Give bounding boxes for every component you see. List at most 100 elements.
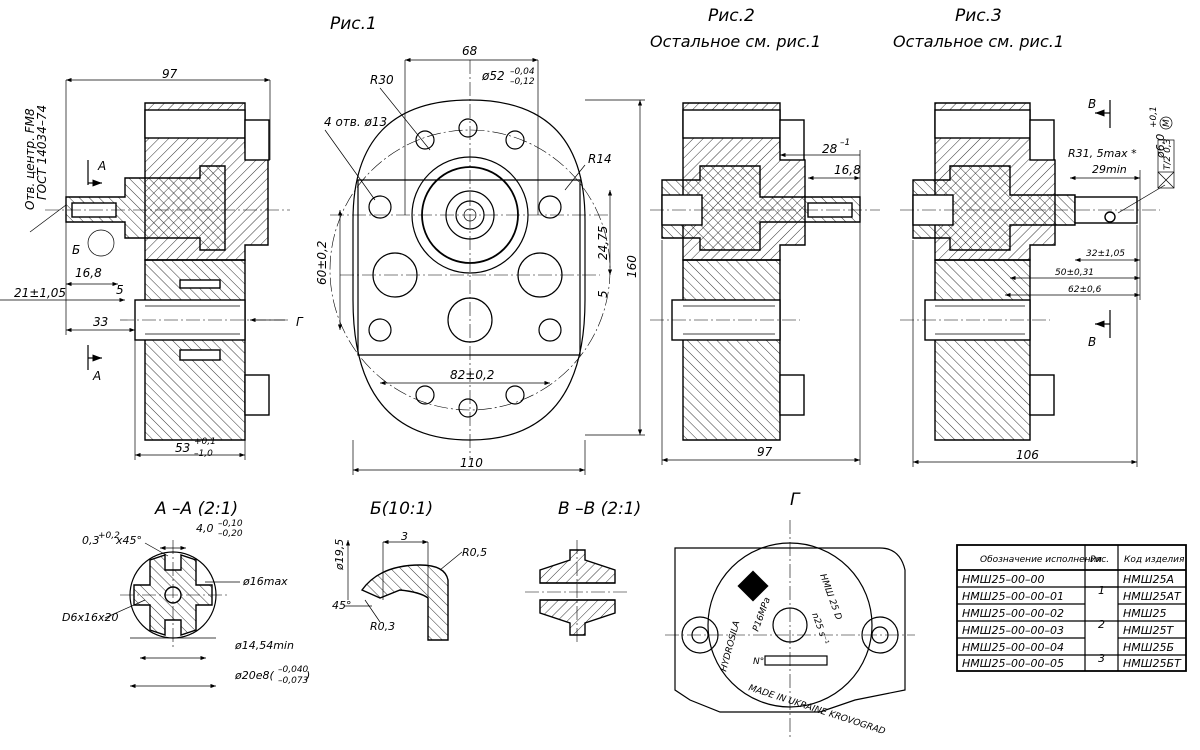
- fig2-note: Остальное см. рис.1: [650, 32, 821, 51]
- dim-chamfer-angle: x45°: [115, 534, 142, 547]
- dim-5-left: 5: [116, 283, 124, 297]
- table-row-5-designation: НМШ25–00–00–04: [962, 641, 1064, 654]
- table-row-2-designation: НМШ25–00–00–01: [962, 590, 1064, 603]
- dim-53-tol-up: +0,1: [194, 437, 216, 447]
- dim-d52-tol-low: –0,12: [510, 77, 535, 87]
- dim-chamfer-tol: +0,2: [98, 531, 120, 541]
- dim-r30: R30: [370, 73, 394, 87]
- dim-d19-5: ø19,5: [333, 539, 346, 571]
- tol-m: M: [1162, 119, 1172, 127]
- view-g-title: Г: [790, 490, 801, 510]
- section-aa: [104, 540, 240, 689]
- front-view: [324, 57, 645, 475]
- dim-32: 32±1,05: [1086, 249, 1125, 259]
- detail-b: [345, 539, 463, 641]
- table-row-3-designation: НМШ25–00–00–02: [962, 607, 1064, 620]
- variant-table: [956, 544, 1187, 672]
- plate-model: НМШ 25 D: [817, 573, 843, 622]
- dim-20: ø20e8(: [234, 669, 274, 682]
- fig2-section-view: [650, 102, 880, 465]
- dim-97-fig2: 97: [757, 445, 773, 459]
- mark-a-bottom: А: [92, 369, 101, 383]
- dim-d52: ø52: [481, 69, 505, 83]
- dim-29min: 29min: [1092, 163, 1127, 176]
- dim-20-close: ): [305, 669, 310, 682]
- dim-d6-tol: +0,1: [1149, 106, 1159, 128]
- dim-24-75: 24,75: [596, 226, 610, 260]
- table-header-fig: Рис.: [1090, 555, 1109, 565]
- dim-4-tol-low: –0,20: [218, 529, 243, 539]
- dim-r03: R0,3: [370, 620, 395, 633]
- dim-28: 28: [822, 142, 838, 156]
- arrow-g: Г: [296, 315, 304, 329]
- dim-d6: ø6,0: [1154, 134, 1167, 159]
- detail-b-title: Б(10:1): [370, 499, 433, 519]
- table-row-5-code: НМШ25Б: [1123, 641, 1174, 654]
- dim-spline: D6x16x20: [62, 611, 118, 624]
- dim-14-54: ø14,54min: [234, 639, 294, 652]
- plate-speed: n25 s⁻¹: [809, 612, 830, 647]
- table-header-designation: Обозначение исполнения: [980, 555, 1102, 565]
- table-row-6-designation: НМШ25–00–00–05: [962, 657, 1064, 670]
- table-row-1-designation: НМШ25–00–00: [962, 573, 1045, 586]
- table-row-4-designation: НМШ25–00–00–03: [962, 624, 1064, 637]
- dim-60: 60±0,2: [315, 241, 329, 285]
- dim-106: 106: [1016, 448, 1039, 462]
- mark-v-top: В: [1088, 97, 1096, 111]
- dim-16max: ø16max: [242, 575, 288, 588]
- dim-82: 82±0,2: [450, 368, 494, 382]
- dim-r31: R31, 5max *: [1068, 147, 1137, 160]
- dim-97-left: 97: [162, 67, 178, 81]
- dim-53-tol-low: –1,0: [194, 449, 213, 459]
- dim-4: 4,0: [196, 522, 214, 535]
- table-row-1-code: НМШ25А: [1123, 573, 1174, 586]
- plate-n: N°: [753, 657, 764, 667]
- table-row-3-code: НМШ25: [1123, 607, 1167, 620]
- table-row-4-code: НМШ25Т: [1123, 624, 1175, 637]
- section-vv-title: В –В (2:1): [558, 499, 641, 519]
- dim-20-tol-up: –0,040: [278, 665, 309, 675]
- dim-r14: R14: [588, 152, 612, 166]
- dim-160: 160: [625, 255, 639, 278]
- dim-3: 3: [401, 530, 408, 543]
- dim-chamfer: 0,3: [82, 534, 100, 547]
- plate-brand: HYDROSILA: [719, 620, 742, 673]
- section-aa-title: А –А (2:1): [154, 499, 238, 519]
- table-row-3-fig: 2: [1098, 618, 1105, 631]
- note-gost: ГОСТ 14034–74: [35, 105, 49, 200]
- table-row-5-fig: 3: [1098, 652, 1105, 665]
- table-row-2-code: НМШ25АТ: [1123, 590, 1182, 603]
- dim-20-tol-low: –0,073: [278, 676, 309, 686]
- table-row-1-fig: 1: [1098, 584, 1105, 597]
- table-header-code: Код изделия: [1124, 555, 1185, 565]
- fig3-section-view: [900, 100, 1175, 467]
- dim-28-tol: –1: [840, 138, 850, 148]
- note-4-holes: 4 отв. ø13: [324, 115, 387, 129]
- dim-45: 45°: [332, 599, 352, 612]
- dim-68: 68: [462, 44, 478, 58]
- dim-d52-tol-up: –0,04: [510, 67, 535, 77]
- dim-r05: R0,5: [462, 546, 487, 559]
- fig3-note: Остальное см. рис.1: [893, 32, 1064, 51]
- tol-frame: T/2 0,3: [1163, 138, 1173, 170]
- dim-50: 50±0,31: [1055, 268, 1094, 278]
- dim-62: 62±0,6: [1068, 285, 1102, 295]
- dim-53: 53: [175, 441, 190, 455]
- fig1-title: Рис.1: [330, 14, 377, 34]
- dim-33: 33: [93, 315, 108, 329]
- dim-16-8-left: 16,8: [75, 266, 102, 280]
- note-center-hole: Отв. центр. FМ8: [23, 108, 37, 210]
- section-vv: [525, 540, 630, 645]
- dim-5-front: 5: [596, 290, 610, 298]
- plate-pressure: P16МPa: [751, 596, 773, 633]
- fig3-title: Рис.3: [955, 6, 1002, 26]
- mark-b: Б: [72, 243, 80, 257]
- mark-v-bottom: В: [1088, 335, 1096, 349]
- left-section-view: [0, 77, 290, 460]
- dim-4-tol-up: –0,10: [218, 519, 243, 529]
- dim-16-8-fig2: 16,8: [834, 163, 861, 177]
- table-row-6-code: НМШ25БТ: [1123, 657, 1182, 670]
- mark-a-top: А: [97, 159, 106, 173]
